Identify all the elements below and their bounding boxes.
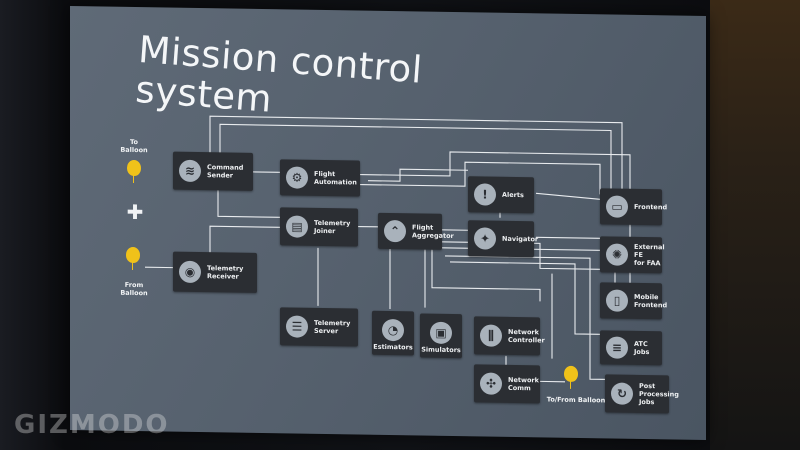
watermark-logo: GIZMODO <box>14 410 170 440</box>
projection-screen: To Balloon ✚ From Balloon ≋ Command Send… <box>70 6 706 440</box>
to-balloon-label: To Balloon <box>120 137 148 155</box>
network-controller-node[interactable]: ⫼ Network Controller <box>474 316 545 356</box>
connector-line <box>360 161 601 195</box>
atc-jobs-node[interactable]: ≡ ATC Jobs <box>600 330 662 366</box>
connector-line <box>535 192 601 200</box>
satellite-icon: ✚ <box>126 199 144 225</box>
balloon-icon <box>126 246 140 264</box>
telemetry-joiner-node[interactable]: ▤ Telemetry Joiner <box>280 207 358 247</box>
flight-automation-node[interactable]: ⚙ Flight Automation <box>280 159 360 197</box>
node-label: Flight Automation <box>314 169 357 187</box>
navigator-node[interactable]: ✦ Navigator <box>468 220 538 258</box>
chevron-up-icon: ⌃ <box>384 219 406 243</box>
node-label: Telemetry Joiner <box>314 218 351 236</box>
balloon-icon <box>127 159 141 177</box>
node-label: Mobile Frontend <box>634 292 668 310</box>
sim-icon: ▣ <box>430 321 452 345</box>
globe-icon: ✺ <box>606 243 628 266</box>
node-label: Telemetry Receiver <box>207 264 244 281</box>
node-label: Estimators <box>373 342 413 352</box>
connector-line <box>536 236 600 239</box>
sliders-icon: ⫼ <box>480 324 502 347</box>
node-label: Navigator <box>502 234 539 244</box>
refresh-icon: ↻ <box>611 382 633 405</box>
from-balloon-label: From Balloon <box>120 280 148 298</box>
connector-line <box>450 261 600 335</box>
simulators-node[interactable]: ▣ Simulators <box>420 313 462 359</box>
server-icon: ☰ <box>286 315 308 338</box>
connector-line <box>209 115 623 191</box>
list-icon: ≡ <box>606 336 628 359</box>
balloon-icon <box>564 365 578 382</box>
connector-line <box>368 168 468 182</box>
flight-aggregator-node[interactable]: ⌃ Flight Aggregator <box>378 212 454 250</box>
connector-line <box>217 188 280 218</box>
node-label: Post Processing Jobs <box>639 381 679 407</box>
node-label: Network Comm <box>508 375 539 393</box>
node-label: Telemetry Server <box>314 318 351 336</box>
node-label: Flight Aggregator <box>412 223 454 241</box>
wifi-icon: ≋ <box>179 159 201 183</box>
network-icon: ✣ <box>480 372 502 395</box>
node-label: Alerts <box>502 190 524 200</box>
wall-background <box>710 0 800 450</box>
chart-icon: ▤ <box>286 215 308 238</box>
telemetry-receiver-node[interactable]: ◉ Telemetry Receiver <box>173 251 257 293</box>
antenna-icon: ◉ <box>179 260 201 284</box>
alert-icon: ! <box>474 183 496 206</box>
command-sender-node[interactable]: ≋ Command Sender <box>173 151 253 191</box>
network-comm-node[interactable]: ✣ Network Comm <box>474 364 540 404</box>
external-fe-node[interactable]: ✺ External FE for FAA <box>600 236 665 274</box>
monitor-icon: ▭ <box>606 195 628 218</box>
connector-line <box>209 225 280 255</box>
frontend-node[interactable]: ▭ Frontend <box>600 188 667 226</box>
connector-line <box>219 123 612 203</box>
node-label: External FE for FAA <box>634 242 665 268</box>
alerts-node[interactable]: ! Alerts <box>468 176 534 214</box>
to-from-balloon-label: To/From Balloon <box>546 395 606 405</box>
post-processing-node[interactable]: ↻ Post Processing Jobs <box>605 374 679 414</box>
estimators-node[interactable]: ◔ Estimators <box>372 310 414 356</box>
gear-icon: ⚙ <box>286 166 308 189</box>
node-label: Command Sender <box>207 163 244 180</box>
connection-lines <box>145 115 631 383</box>
node-label: Network Controller <box>508 327 545 345</box>
node-label: Simulators <box>421 345 461 355</box>
mobile-frontend-node[interactable]: ▯ Mobile Frontend <box>600 282 667 320</box>
node-label: ATC Jobs <box>634 339 650 357</box>
phone-icon: ▯ <box>606 289 628 312</box>
compass-icon: ✦ <box>474 227 496 250</box>
node-label: Frontend <box>634 202 668 212</box>
telemetry-server-node[interactable]: ☰ Telemetry Server <box>280 307 358 347</box>
gauge-icon: ◔ <box>382 318 404 342</box>
connector-line <box>431 249 541 302</box>
